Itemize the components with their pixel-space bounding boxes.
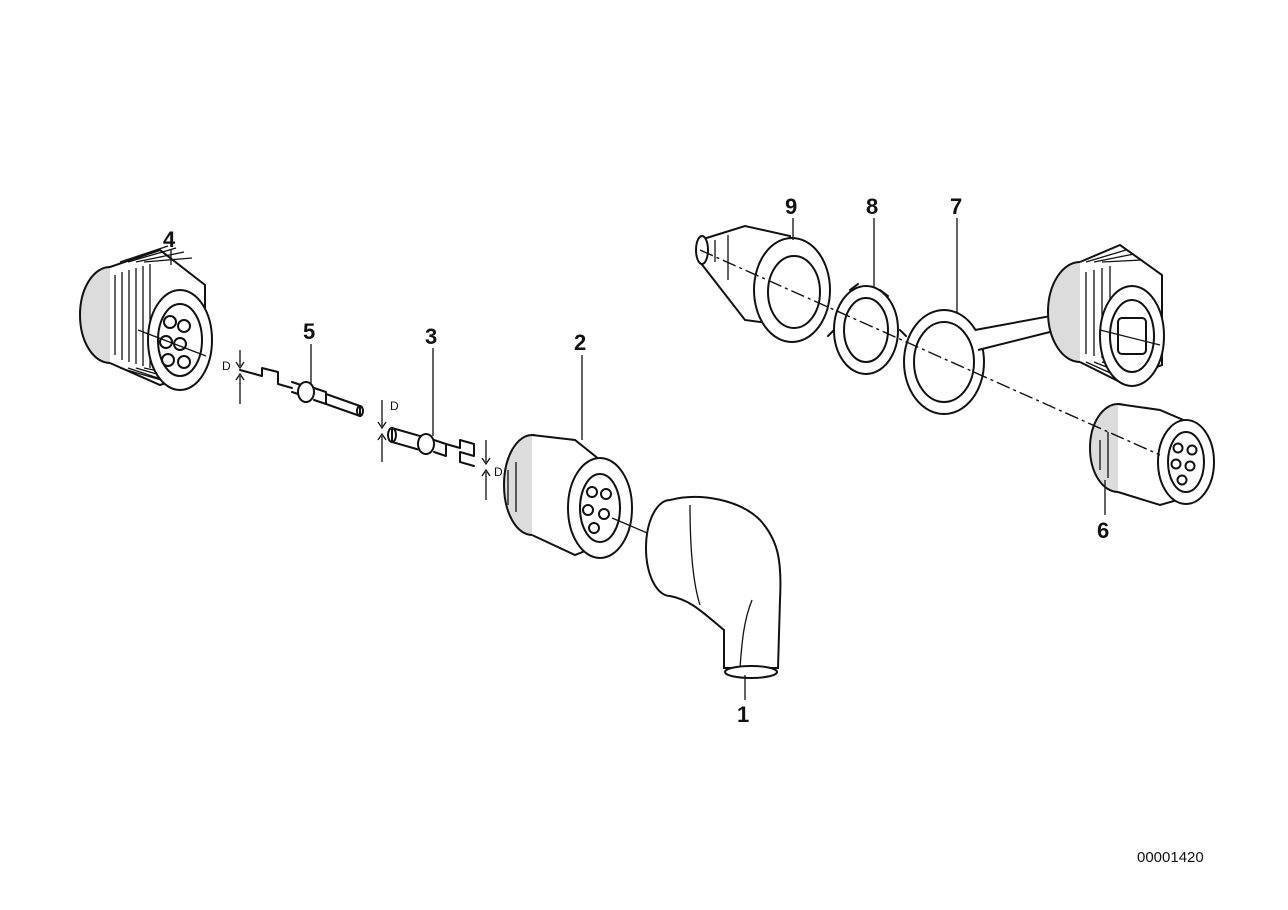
callout-1: 1: [737, 702, 749, 727]
callout-4: 4: [163, 227, 176, 252]
part-3-contact-socket[interactable]: [387, 426, 475, 467]
protective-cap[interactable]: [1047, 243, 1165, 387]
dimension-label: D: [222, 359, 231, 373]
callout-8: 8: [866, 194, 878, 219]
callout-9: 9: [785, 194, 797, 219]
part-7-mounting-plate[interactable]: [903, 309, 1060, 415]
callout-5: 5: [303, 319, 315, 344]
dimension-label: D: [494, 465, 503, 479]
callout-2: 2: [574, 330, 586, 355]
part-1-angled-boot[interactable]: [645, 495, 782, 679]
part-6-plug-housing[interactable]: [1089, 403, 1215, 507]
callout-7: 7: [950, 194, 962, 219]
assembly-axis-line: [699, 249, 1161, 456]
part-2-socket-housing[interactable]: [503, 434, 653, 559]
part-8-lock-ring[interactable]: [827, 283, 907, 375]
leader-lines: [170, 218, 1106, 700]
callout-6: 6: [1097, 518, 1109, 543]
drawing-number: 00001420: [1137, 849, 1204, 866]
callout-3: 3: [425, 324, 437, 349]
part-4-connector-housing[interactable]: [79, 245, 213, 391]
part-5-contact-pin[interactable]: [239, 367, 364, 417]
dimension-marks: D D D: [222, 350, 503, 500]
dimension-label: D: [390, 399, 399, 413]
part-9-grommet[interactable]: [695, 224, 831, 343]
